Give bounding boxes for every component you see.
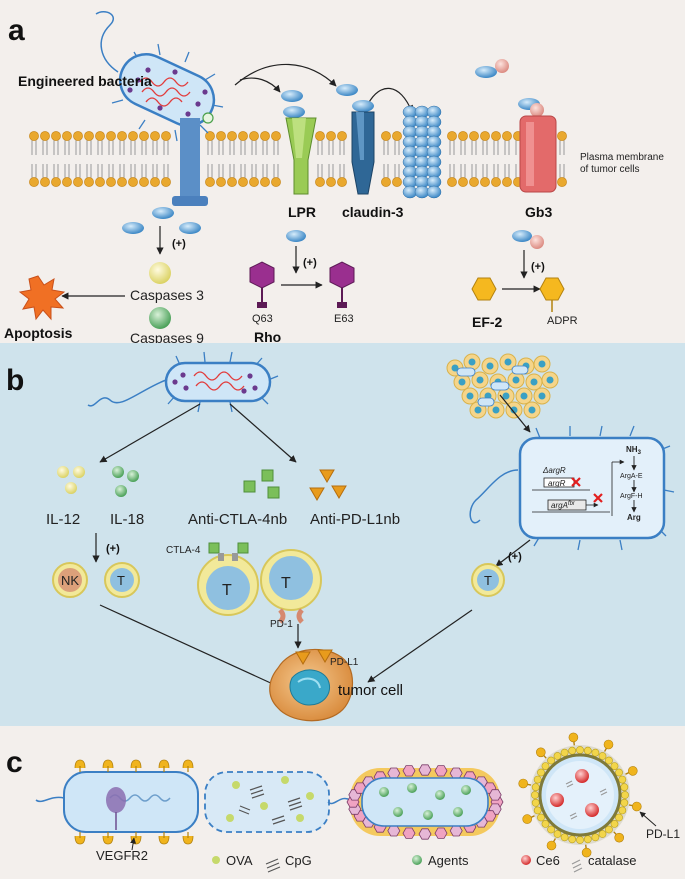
catalase-label: catalase <box>588 853 636 868</box>
nk-cell <box>52 562 88 598</box>
q63-label: Q63 <box>252 313 273 325</box>
ef2-protein <box>471 277 497 301</box>
il12-balls <box>57 466 85 494</box>
anti-ctla4-label: Anti-CTLA-4nb <box>188 511 287 528</box>
ova-label: OVA <box>226 853 253 868</box>
arg-label: Arg <box>627 513 641 522</box>
il18-label: IL-18 <box>110 511 144 528</box>
secretion-channel <box>180 118 200 206</box>
apoptosis-burst <box>18 275 66 321</box>
plasma-membrane-label: Plasma membrane <box>580 152 664 163</box>
gb3-toxin <box>512 230 532 242</box>
caspases3-label: Caspases 3 <box>130 287 204 303</box>
panel-b-letter: b <box>6 364 24 397</box>
engineered-bacteria-label: Engineered bacteria <box>18 73 152 89</box>
caspase9-ball <box>149 307 171 329</box>
rho-protein-q63 <box>249 261 275 308</box>
ctla4-label: CTLA-4 <box>166 545 201 556</box>
t-label-1: T <box>117 573 125 588</box>
t-cell-ctla4 <box>197 553 259 616</box>
t-label-4: T <box>484 573 492 588</box>
delta-argr-label: ΔargR <box>542 466 566 475</box>
t-cell-pd1 <box>260 549 322 624</box>
caspases9-label: Caspases 9 <box>130 330 204 346</box>
plus-label-3: (+) <box>531 261 545 273</box>
arga-label: argAfbr <box>551 501 576 510</box>
arg-bacterium <box>469 425 675 551</box>
t-label-3: T <box>281 575 291 592</box>
pd1-label: PD-1 <box>270 619 293 630</box>
pdl1-label-c: PD-L1 <box>646 827 680 841</box>
il18-balls <box>112 466 139 497</box>
plus-label-b1: (+) <box>106 543 120 555</box>
gb3-label: Gb3 <box>525 204 552 220</box>
agents-legend-dot <box>412 855 422 865</box>
cpg-label: CpG <box>285 853 312 868</box>
t-cell-1 <box>104 562 140 598</box>
il12-label: IL-12 <box>46 511 80 528</box>
toxin-pore-cluster <box>402 105 442 199</box>
nk-label: NK <box>61 573 79 588</box>
pdl1-label-b: PD-L1 <box>330 657 359 668</box>
plus-label-1: (+) <box>172 238 186 250</box>
t-label-2: T <box>222 582 232 599</box>
toxin-cluster <box>122 207 201 234</box>
rho-protein-e63 <box>329 261 355 308</box>
caspase3-ball <box>149 262 171 284</box>
ova-cpg-vesicle <box>204 771 330 833</box>
adpr-label: ADPR <box>547 315 578 327</box>
anti-ctla4-cubes <box>243 469 280 499</box>
ce6-legend-dot <box>521 855 531 865</box>
vegfr2-label: VEGFR2 <box>96 848 148 863</box>
vegfr2-bacterium <box>35 771 199 833</box>
rho-label: Rho <box>254 329 281 345</box>
anti-pdl1-label: Anti-PD-L1nb <box>310 511 400 528</box>
ce6-label: Ce6 <box>536 853 560 868</box>
agents-capsule <box>327 764 504 840</box>
t-cell-4 <box>471 563 505 597</box>
tumor-cells-label: of tumor cells <box>580 164 639 175</box>
pdl1-receptors <box>518 732 642 858</box>
anti-pdl1-triangles <box>309 469 347 501</box>
vegfr2-receptors <box>74 759 194 845</box>
ce6-nanoparticle <box>530 745 630 845</box>
rho-toxin <box>286 230 306 242</box>
ef2-label: EF-2 <box>472 314 503 330</box>
plus-label-b2: (+) <box>508 551 522 563</box>
e63-label: E63 <box>334 313 354 325</box>
argf-h-label: ArgF-H <box>620 493 643 500</box>
lpr-receptor <box>281 90 317 195</box>
panel-a-letter: a <box>8 14 25 47</box>
claudin3-label: claudin-3 <box>342 204 404 220</box>
engineered-bacterium <box>95 11 224 142</box>
cpg-legend-icon <box>265 858 281 873</box>
arga-e-label: ArgA-E <box>620 473 643 480</box>
ova-legend-dot <box>212 856 220 864</box>
argr-label: argR <box>548 479 566 488</box>
apoptosis-label: Apoptosis <box>4 325 73 341</box>
lpr-label: LPR <box>288 204 316 220</box>
gb3-receptor <box>475 59 557 193</box>
tumor-cell-label: tumor cell <box>338 682 403 699</box>
plus-label-2: (+) <box>303 257 317 269</box>
panel-c-letter: c <box>6 746 23 779</box>
adpr-protein <box>539 277 565 301</box>
claudin3-receptor <box>336 84 375 195</box>
nh3-label: NH3 <box>626 445 642 456</box>
agents-label: Agents <box>428 853 469 868</box>
tumor-tissue-cluster <box>446 353 559 419</box>
tumor-cell <box>269 648 353 722</box>
catalase-legend-icon <box>571 859 583 873</box>
plasma-membrane <box>29 131 567 187</box>
